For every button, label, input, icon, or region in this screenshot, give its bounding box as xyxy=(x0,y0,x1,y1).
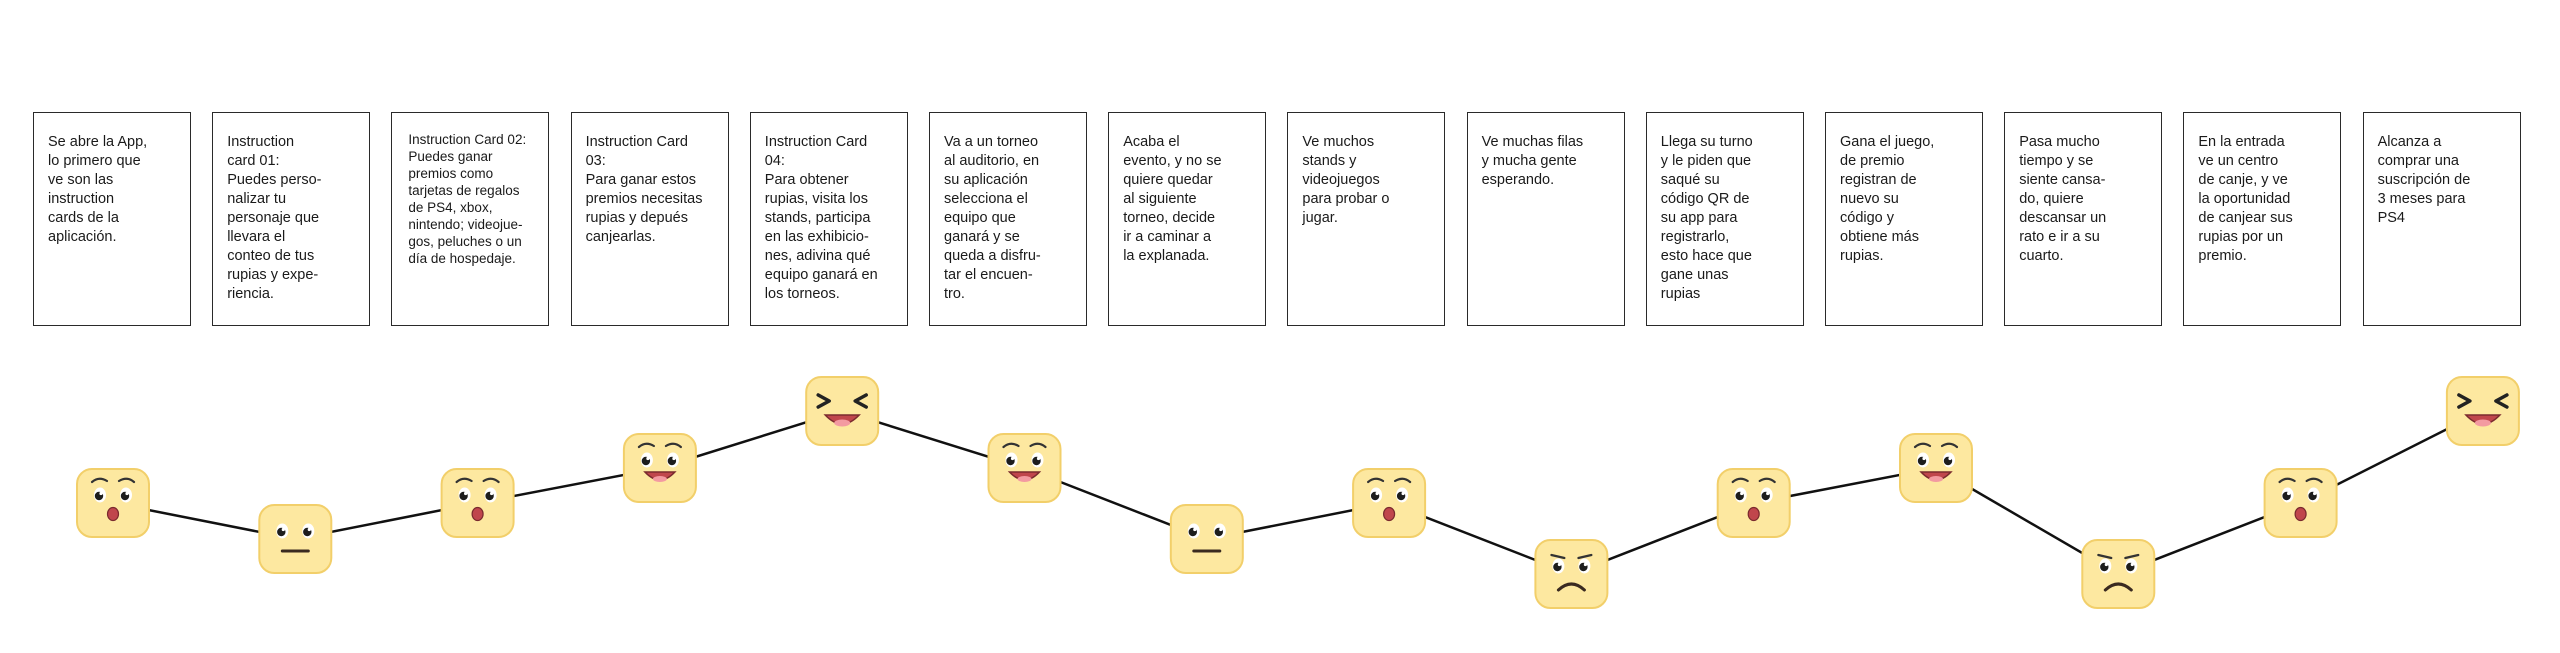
emotion-face-feliz-icon xyxy=(987,433,1062,503)
instruction-cards-row: Se abre la App, lo primero que ve son la… xyxy=(33,112,2521,326)
card-text: Llega su turno y le piden que saqué su c… xyxy=(1660,134,1753,302)
card-text: En la entrada ve un centro de canje, y v… xyxy=(2198,134,2293,264)
instruction-card: Acaba el evento, y no se quiere quedar a… xyxy=(1108,112,1267,326)
instruction-card: Ve muchas filas y mucha gente esperando. xyxy=(1466,112,1625,326)
card-text: Gana el juego, de premio registran de nu… xyxy=(1840,134,1935,264)
emotion-face-sorprendido-icon xyxy=(2263,468,2338,538)
card-text: Instruction Card 02: Puedes ganar premio… xyxy=(408,132,527,266)
emotion-face-neutral-icon xyxy=(1169,504,1244,574)
card-text: Instruction Card 04: Para obtener rupias… xyxy=(764,134,878,302)
emotion-face-triste-icon xyxy=(2081,539,2156,609)
emotion-face-sorprendido-icon xyxy=(76,468,150,538)
instruction-card: En la entrada ve un centro de canje, y v… xyxy=(2183,112,2342,326)
emotion-face-feliz-icon xyxy=(622,433,697,503)
card-text: Instruction card 01: Puedes perso- naliz… xyxy=(227,134,322,302)
card-text: Pasa mucho tiempo y se siente cansa- do,… xyxy=(2019,134,2107,264)
instruction-card: Gana el juego, de premio registran de nu… xyxy=(1825,112,1983,326)
instruction-card: Instruction card 01: Puedes perso- naliz… xyxy=(212,112,371,326)
card-text: Va a un torneo al auditorio, en su aplic… xyxy=(944,134,1041,302)
instruction-card: Ve muchos stands y videojuegos para prob… xyxy=(1287,112,1446,326)
instruction-card: Va a un torneo al auditorio, en su aplic… xyxy=(929,112,1087,326)
card-text: Ve muchos stands y videojuegos para prob… xyxy=(1302,134,1390,226)
emotion-face-feliz-icon xyxy=(1899,433,1973,503)
emotion-face-muy-feliz-icon xyxy=(805,376,880,446)
instruction-card: Se abre la App, lo primero que ve son la… xyxy=(33,112,191,326)
emotion-face-neutral-icon xyxy=(258,504,333,574)
instruction-card: Instruction Card 02: Puedes ganar premio… xyxy=(391,112,550,326)
emotion-face-muy-feliz-icon xyxy=(2445,376,2520,446)
card-text: Se abre la App, lo primero que ve son la… xyxy=(48,134,148,245)
emotion-face-sorprendido-icon xyxy=(1352,468,1427,538)
card-text: Ve muchas filas y mucha gente esperando. xyxy=(1481,134,1584,188)
card-text: Acaba el evento, y no se quiere quedar a… xyxy=(1123,134,1222,264)
instruction-card: Instruction Card 03: Para ganar estos pr… xyxy=(570,112,729,326)
emotion-face-sorprendido-icon xyxy=(440,468,515,538)
card-text: Alcanza a comprar una suscripción de 3 m… xyxy=(2377,134,2471,226)
emotion-face-sorprendido-icon xyxy=(1716,468,1791,538)
instruction-card: Pasa mucho tiempo y se siente cansa- do,… xyxy=(2004,112,2163,326)
instruction-card: Alcanza a comprar una suscripción de 3 m… xyxy=(2362,112,2521,326)
card-text: Instruction Card 03: Para ganar estos pr… xyxy=(585,134,703,245)
emotion-face-triste-icon xyxy=(1534,539,1609,609)
instruction-card: Llega su turno y le piden que saqué su c… xyxy=(1645,112,1804,326)
instruction-card: Instruction Card 04: Para obtener rupias… xyxy=(749,112,908,326)
